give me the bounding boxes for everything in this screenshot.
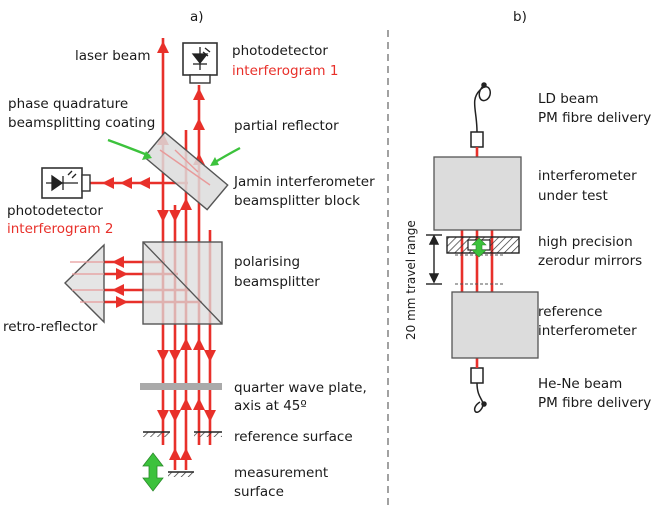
bottom-fibre-delivery <box>470 367 487 413</box>
mirrors-label-line2: zerodur mirrors <box>538 253 642 269</box>
measurement-motion-arrow <box>142 452 164 492</box>
coating-label-line2: beamsplitting coating <box>8 115 155 131</box>
reference-interferometer-label-line1: reference <box>538 304 602 320</box>
hene-beam-label-line1: He-Ne beam <box>538 376 622 392</box>
photodetector-1-label: photodetector <box>232 43 328 59</box>
interferogram-2-label: interferogram 2 <box>7 221 113 237</box>
quarter-wave-label-line2: axis at 45º <box>234 398 307 414</box>
ld-beam-label-line1: LD beam <box>538 91 599 107</box>
coating-label-line1: phase quadrature <box>8 96 128 112</box>
ld-beam-label-line2: PM fibre delivery <box>538 110 651 126</box>
panel-b: b) <box>404 9 651 413</box>
interferogram-1-label: interferogram 1 <box>232 63 338 79</box>
measurement-surface <box>168 471 194 477</box>
photodetector-1 <box>182 42 218 84</box>
quarter-wave-label-line1: quarter wave plate, <box>234 380 367 396</box>
polarising-label-line2: beamsplitter <box>234 274 320 290</box>
laser-beam-label: laser beam <box>75 48 151 64</box>
retro-reflector-label: retro-reflector <box>3 319 98 335</box>
jamin-label-line2: beamsplitter block <box>234 193 360 209</box>
mirrors-label-line1: high precision <box>538 234 633 250</box>
panel-a: a) <box>3 9 375 500</box>
hene-beam-label-line2: PM fibre delivery <box>538 395 651 411</box>
jamin-label-line1: Jamin interferometer <box>233 174 375 190</box>
measurement-label-line2: surface <box>234 484 284 500</box>
panel-a-label: a) <box>190 9 204 25</box>
beam-arrowheads <box>102 41 216 460</box>
top-fibre-delivery <box>470 82 491 148</box>
photodiode-icon <box>191 47 211 70</box>
panel-b-label: b) <box>513 9 527 25</box>
photodetector-2-label: photodetector <box>7 203 103 219</box>
interferometer-under-test-box <box>433 156 522 231</box>
measurement-label-line1: measurement <box>234 465 328 481</box>
retro-reflector <box>64 243 105 324</box>
zerodur-mirror-stage <box>446 236 520 285</box>
photodetector-2 <box>41 167 91 199</box>
quarter-wave-plate <box>140 383 222 390</box>
iut-label-line2: under test <box>538 188 608 204</box>
reference-interferometer-box <box>451 291 539 359</box>
reference-surface-label: reference surface <box>234 429 353 445</box>
travel-range-label: 20 mm travel range <box>404 220 418 340</box>
travel-range-arrow <box>426 234 442 285</box>
reference-interferometer-label-line2: interferometer <box>538 323 637 339</box>
reference-surfaces <box>143 431 222 437</box>
photodiode-icon-2 <box>46 170 78 192</box>
polarising-beamsplitter-cube <box>142 241 223 325</box>
polarising-label-line1: polarising <box>234 254 300 270</box>
jamin-beamsplitter-block <box>143 131 229 211</box>
partial-reflector-label: partial reflector <box>234 118 339 134</box>
iut-label-line1: interferometer <box>538 168 637 184</box>
